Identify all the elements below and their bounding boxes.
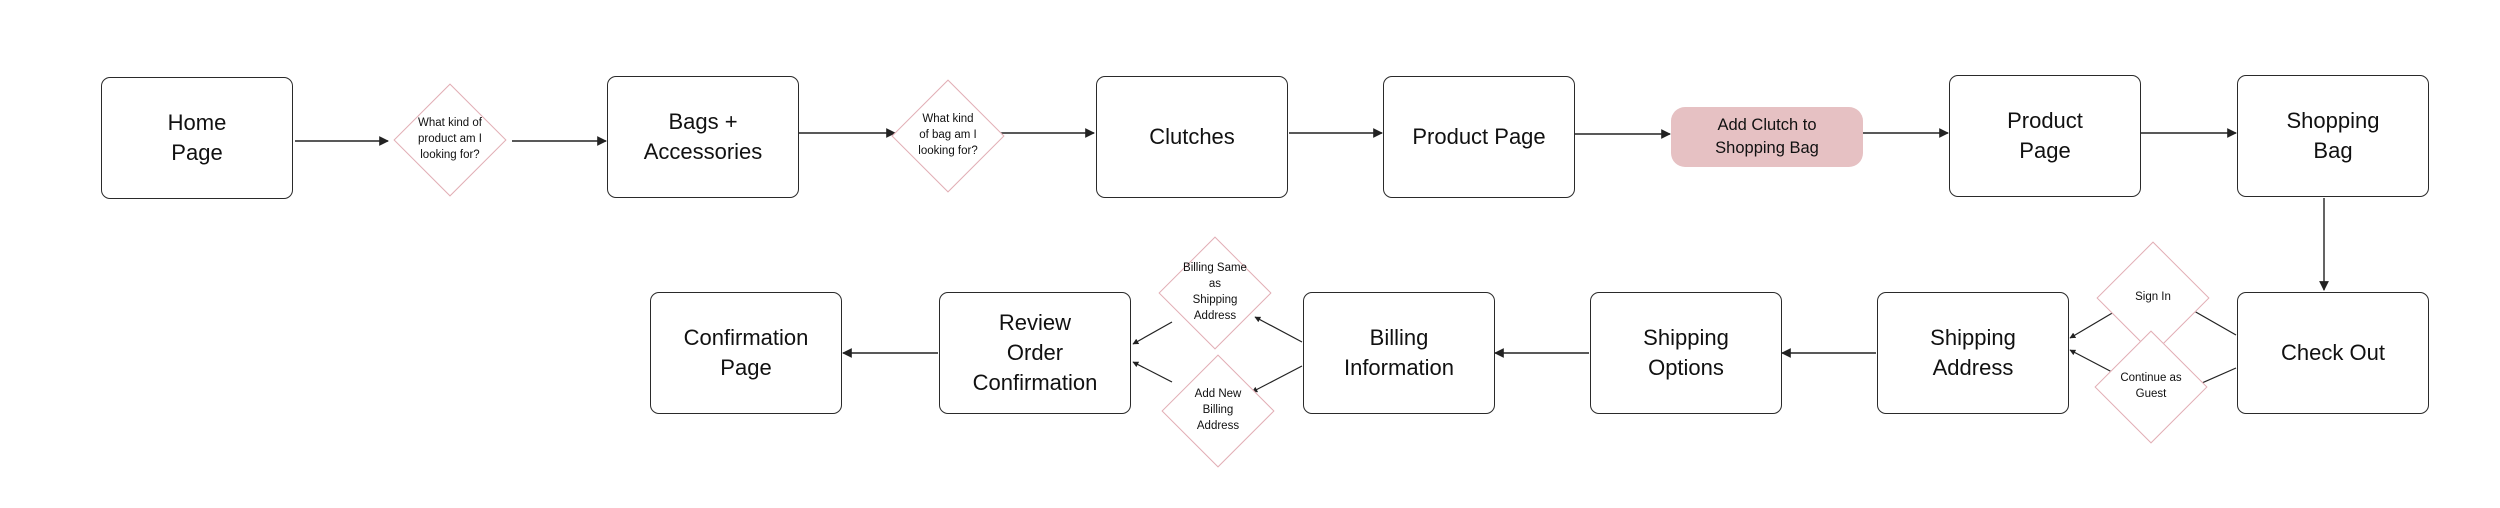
- arrow-same-to-review: [1132, 321, 1173, 345]
- shipping-address-label: Shipping Address: [1930, 325, 2016, 380]
- review-order-node: Review Order Confirmation: [939, 292, 1131, 414]
- bag-kind-decision: What kind of bag am I looking for?: [888, 76, 1008, 196]
- arrow-billing-to-new: [1251, 365, 1303, 393]
- product-page-label: Product Page: [1412, 124, 1546, 150]
- add-billing-label: Add New Billing Address: [1194, 388, 1242, 432]
- add-billing-decision: Add New Billing Address: [1158, 351, 1278, 471]
- shipping-options-label: Shipping Options: [1643, 325, 1729, 380]
- product-page-node: Product Page: [1383, 76, 1575, 198]
- product-kind-decision: What kind of product am I looking for?: [390, 80, 510, 200]
- clutches-node: Clutches: [1096, 76, 1288, 198]
- arrow-billing-to-same: [1254, 316, 1303, 343]
- shipping-options-node: Shipping Options: [1590, 292, 1782, 414]
- billing-information-node: Billing Information: [1303, 292, 1495, 414]
- home-page-label: Home Page: [167, 110, 227, 165]
- arrow-new-to-review: [1132, 361, 1173, 383]
- sign-in-label: Sign In: [2135, 291, 2171, 304]
- continue-guest-decision: Continue as Guest: [2091, 327, 2211, 447]
- bag-kind-label: What kind of bag am I looking for?: [918, 113, 978, 157]
- shipping-address-node: Shipping Address: [1877, 292, 2069, 414]
- shopping-bag-node: Shopping Bag: [2237, 75, 2429, 197]
- billing-same-label: Billing Same as Shipping Address: [1183, 262, 1247, 322]
- billing-same-decision: Billing Same as Shipping Address: [1155, 233, 1275, 353]
- billing-information-label: Billing Information: [1343, 325, 1455, 380]
- sign-in-decision: Sign In: [2093, 238, 2213, 358]
- confirmation-page-node: Confirmation Page: [650, 292, 842, 414]
- add-clutch-label: Add Clutch to Shopping Bag: [1715, 115, 1819, 157]
- confirmation-page-label: Confirmation Page: [683, 325, 809, 380]
- continue-guest-label: Continue as Guest: [2120, 372, 2182, 400]
- arrow-guest-to-shipping: [2069, 349, 2113, 373]
- product-page-2-label: Product Page: [2007, 108, 2083, 163]
- check-out-node: Check Out: [2237, 292, 2429, 414]
- review-order-label: Review Order Confirmation: [972, 310, 1098, 395]
- check-out-label: Check Out: [2281, 340, 2385, 366]
- arrow-signin-to-shipping: [2069, 311, 2115, 339]
- bags-accessories-node: Bags + Accessories: [607, 76, 799, 198]
- home-page-node: Home Page: [101, 77, 293, 199]
- shopping-bag-label: Shopping Bag: [2286, 108, 2380, 163]
- product-page-2-node: Product Page: [1949, 75, 2141, 197]
- clutches-label: Clutches: [1149, 124, 1235, 150]
- bags-accessories-label: Bags + Accessories: [643, 109, 763, 164]
- product-kind-label: What kind of product am I looking for?: [418, 117, 482, 161]
- add-clutch-action: Add Clutch to Shopping Bag: [1671, 107, 1863, 167]
